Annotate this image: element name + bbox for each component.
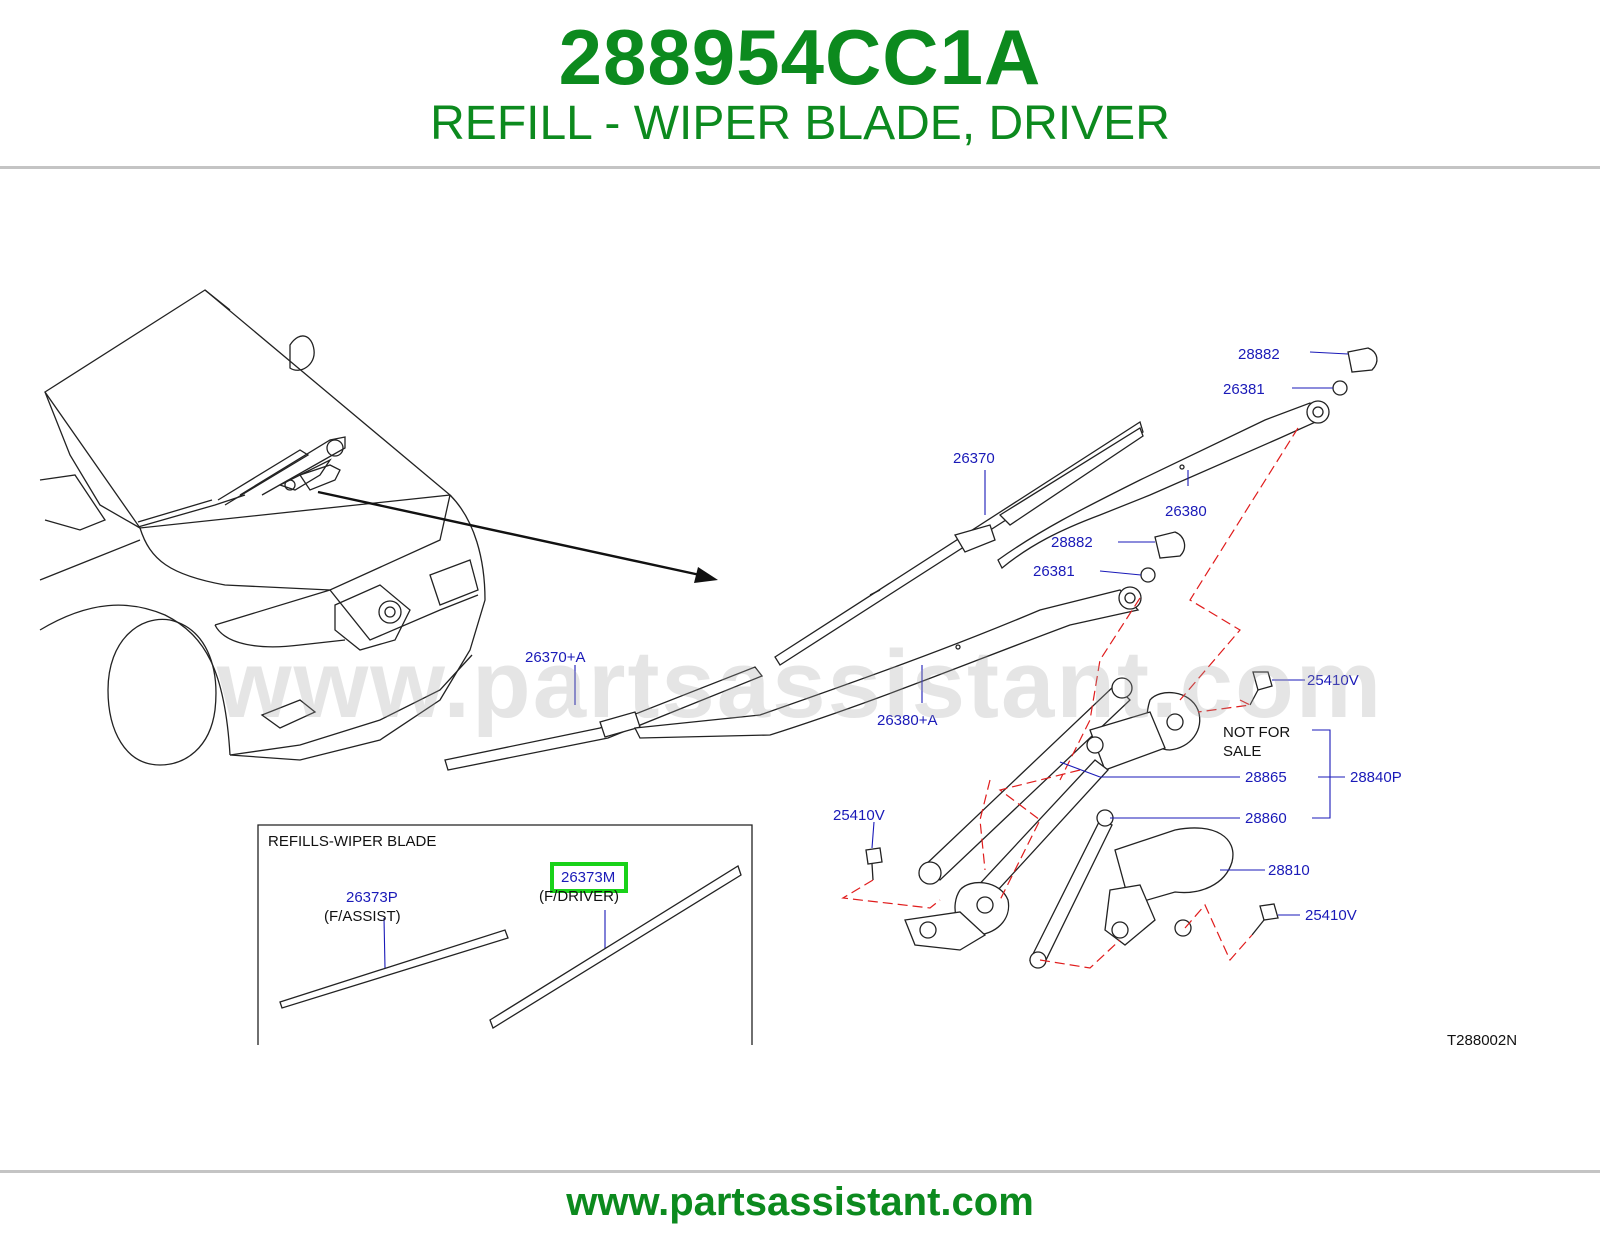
callout-26380[interactable]: 26380: [1165, 503, 1207, 520]
callout-28865[interactable]: 28865: [1245, 769, 1287, 786]
refills-box: [257, 824, 753, 1045]
header-divider: [0, 166, 1600, 169]
f-driver-label: (F/DRIVER): [539, 888, 619, 905]
callout-26370[interactable]: 26370: [953, 450, 995, 467]
wiper-linkage: [904, 677, 1234, 969]
part-number: 288954CC1A: [558, 13, 1042, 101]
diagram-canvas: 28882 26381 26370 26380 28882 26381 2637…: [39, 289, 1517, 1049]
refill-assist: [279, 929, 509, 1009]
callout-28882-lower[interactable]: 28882: [1051, 534, 1093, 551]
callout-28840p[interactable]: 28840P: [1350, 769, 1402, 786]
callout-25410v-upper[interactable]: 25410V: [1307, 672, 1359, 689]
refill-driver: [489, 865, 742, 1029]
f-assist-label: (F/ASSIST): [324, 908, 401, 925]
not-for-sale-line2: SALE: [1223, 743, 1261, 760]
wiper-blade-driver: [774, 420, 1144, 666]
wiper-arm-driver: [997, 400, 1330, 570]
target-part-highlight: [550, 862, 628, 893]
page-header: 288954CC1A REFILL - WIPER BLADE, DRIVER: [0, 0, 1600, 170]
footer-divider: [0, 1170, 1600, 1173]
callout-26380a[interactable]: 26380+A: [877, 712, 937, 729]
callout-26381-lower[interactable]: 26381: [1033, 563, 1075, 580]
leader-lines: [383, 351, 1349, 969]
part-title: REFILL - WIPER BLADE, DRIVER: [430, 97, 1170, 150]
cap-lower: [1154, 531, 1186, 559]
car-illustration: [39, 289, 486, 766]
refills-box-title: REFILLS-WIPER BLADE: [268, 833, 436, 850]
callout-25410v-right[interactable]: 25410V: [1305, 907, 1357, 924]
callout-26373p[interactable]: 26373P: [346, 889, 398, 906]
footer-link[interactable]: www.partsassistant.com: [566, 1180, 1034, 1224]
zoom-arrow: [317, 490, 718, 583]
wiper-blade-assist: [444, 666, 764, 771]
not-for-sale-line1: NOT FOR: [1223, 724, 1290, 741]
callout-25410v-left[interactable]: 25410V: [833, 807, 885, 824]
callout-26370a[interactable]: 26370+A: [525, 649, 585, 666]
wiper-arm-assist: [633, 586, 1142, 739]
cap-upper: [1347, 347, 1378, 373]
parts-diagram: 28882 26381 26370 26380 28882 26381 2637…: [0, 170, 1600, 1170]
bolt-icon: [865, 671, 1279, 936]
callout-28810[interactable]: 28810: [1268, 862, 1310, 879]
diagram-code: T288002N: [1447, 1032, 1517, 1049]
callout-26373m[interactable]: 26373M: [561, 869, 615, 886]
alignment-lines: [841, 427, 1299, 969]
callout-26381-upper[interactable]: 26381: [1223, 381, 1265, 398]
callout-28860[interactable]: 28860: [1245, 810, 1287, 827]
nut-upper: [1332, 380, 1348, 396]
nut-lower: [1140, 567, 1156, 583]
callout-28882-upper[interactable]: 28882: [1238, 346, 1280, 363]
